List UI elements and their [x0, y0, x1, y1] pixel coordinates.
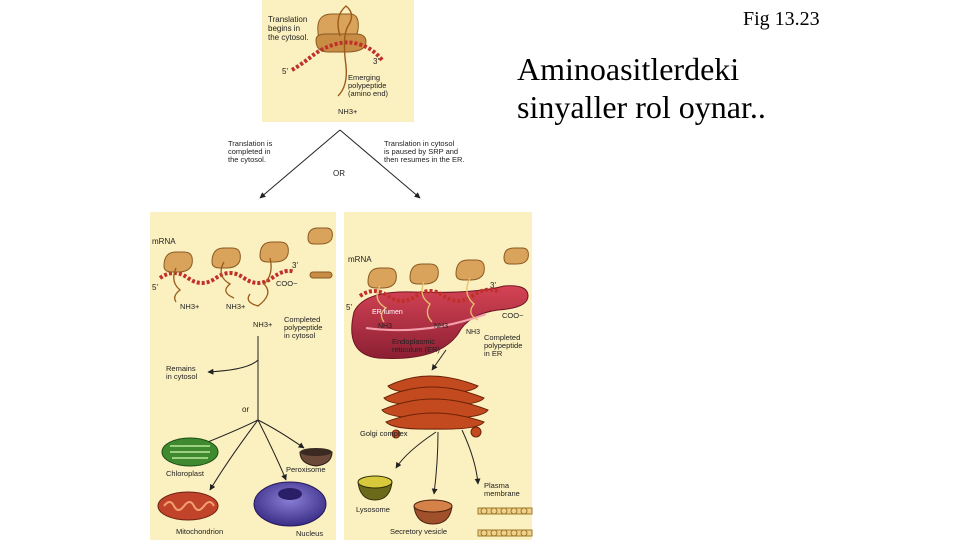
slide-title-line-2: sinyaller rol oynar..	[517, 89, 766, 125]
ribosome-group-right	[367, 247, 529, 289]
nh3-left-a: NH3+	[180, 302, 200, 311]
polypeptide-chains-right	[376, 277, 479, 323]
or-small-label: or	[242, 405, 249, 414]
plasma-membrane-label: Plasma membrane	[484, 481, 520, 498]
secretory-vesicle-icon	[413, 499, 453, 525]
left-panel: mRNA 5' 3' COO− NH3+ NH3+ NH3+ Completed…	[150, 212, 336, 540]
secretory-vesicle-label: Secretory vesicle	[390, 527, 447, 536]
figure-label: Fig 13.23	[743, 8, 820, 30]
right-arrows	[395, 429, 481, 495]
nh3-top-label: NH3+	[338, 107, 358, 116]
mrna-strand	[290, 40, 384, 72]
mrna-strand-right	[358, 287, 501, 303]
emerging-chain	[337, 5, 353, 97]
polypeptide-chains-left	[173, 257, 272, 307]
mitochondrion-label: Mitochondrion	[176, 527, 223, 536]
nh3-left-b: NH3+	[226, 302, 246, 311]
nucleus-label: Nucleus	[296, 529, 323, 538]
slide-title: Aminoasitlerdeki sinyaller rol oynar..	[517, 50, 766, 126]
nh3-left-c: NH3+	[253, 320, 273, 329]
emerging-polypeptide-label: Emerging polypeptide (amino end)	[348, 73, 389, 98]
completed-polypeptide-cytosol-label: Completed polypeptide in cytosol	[284, 315, 324, 340]
left-arrows	[197, 336, 305, 491]
remains-in-cytosol-label: Remains in cytosol	[166, 364, 198, 381]
completed-polypeptide-er-label: Completed polypeptide in ER	[484, 333, 524, 358]
coo-left: COO−	[276, 279, 298, 288]
er-lumen-label: ER lumen	[372, 309, 403, 316]
top-panel: Translation begins in the cytosol. 3' 5'…	[262, 0, 414, 122]
mrna-label: mRNA	[152, 237, 176, 246]
nh3-right-c: NH3	[466, 329, 480, 336]
translation-begins-label: Translation begins in the cytosol.	[268, 15, 310, 42]
right-panel: mRNA 5' 3' ER lumen COO− NH3 NH3 NH3 End…	[344, 212, 533, 540]
five-prime-right: 5'	[346, 303, 352, 312]
five-prime-label: 5'	[282, 67, 288, 76]
chloroplast-icon	[161, 437, 219, 467]
three-prime-label: 3'	[373, 57, 379, 66]
er-label: Endoplasmic reticulum (ER)	[392, 337, 440, 354]
slide-title-line-1: Aminoasitlerdeki	[517, 51, 740, 87]
peroxisome-label: Peroxisome	[286, 465, 326, 474]
golgi-complex-label: Golgi complex	[360, 429, 408, 438]
peroxisome-icon	[299, 448, 333, 467]
nh3-right-a: NH3	[378, 323, 392, 330]
ribosome-group-left	[163, 227, 333, 279]
branch-arrows	[259, 129, 421, 199]
golgi-complex-icon	[381, 375, 489, 439]
lysosome-icon	[357, 475, 393, 501]
five-prime-left: 5'	[152, 283, 158, 292]
three-prime-right: 3'	[490, 281, 496, 290]
mrna-strand-left	[158, 268, 295, 285]
mrna-label-right: mRNA	[348, 255, 372, 264]
er-to-golgi-arrow	[431, 349, 447, 371]
er-lumen-fold	[365, 313, 487, 332]
coo-right: COO−	[502, 311, 524, 320]
nh3-right-b: NH3	[434, 323, 448, 330]
mitochondrion-icon	[157, 491, 219, 521]
nucleus-icon	[253, 481, 327, 527]
lysosome-label: Lysosome	[356, 505, 390, 514]
three-prime-left: 3'	[292, 261, 298, 270]
chloroplast-label: Chloroplast	[166, 469, 205, 478]
or-label: OR	[333, 169, 345, 178]
translation-paused-label: Translation in cytosol is paused by SRP …	[384, 139, 464, 164]
translation-completed-label: Translation is completed in the cytosol.	[228, 139, 274, 164]
plasma-membrane-icon	[477, 507, 533, 537]
